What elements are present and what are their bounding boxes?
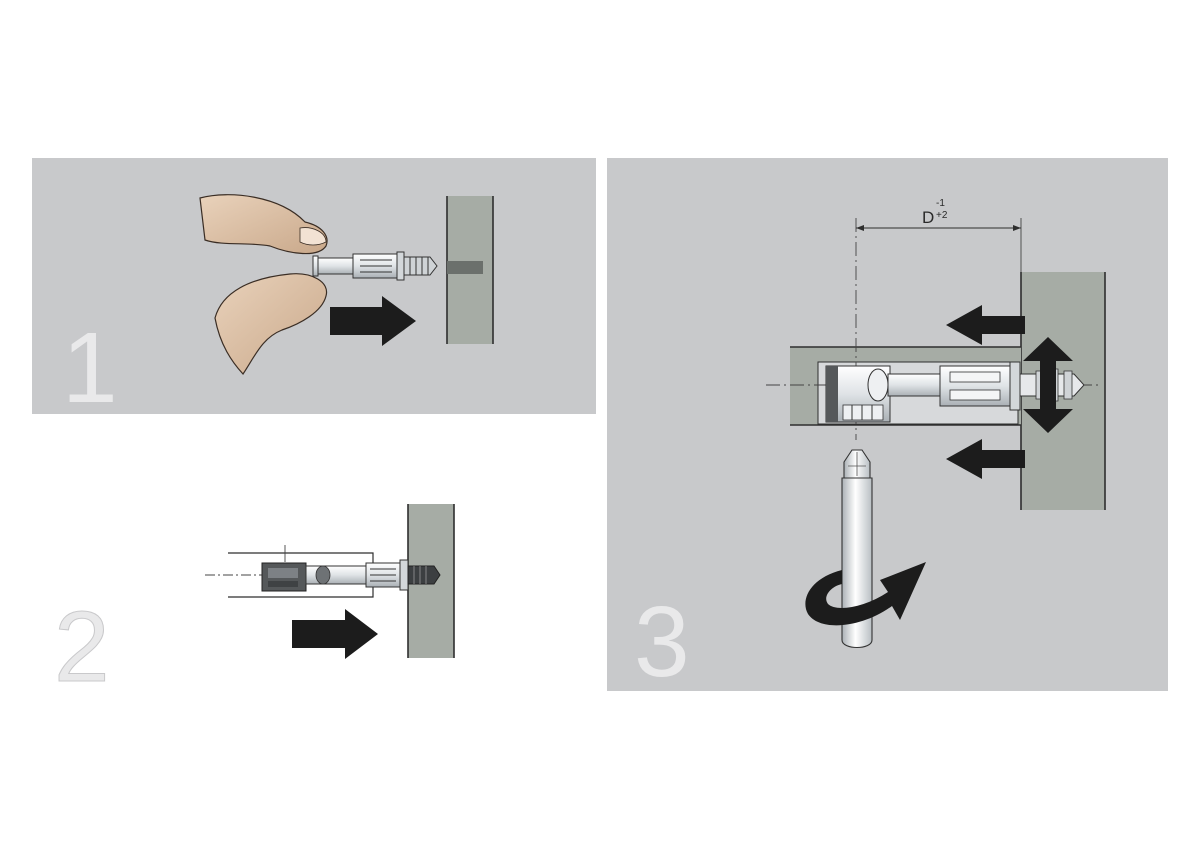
thumb	[199, 194, 328, 255]
step-3-panel: 3	[607, 158, 1168, 698]
step-2-connector-assembly	[261, 559, 441, 592]
step-1-wall	[446, 196, 494, 344]
step-1-connector-dowel	[312, 251, 438, 281]
step-3-number: 3	[634, 586, 690, 698]
dimension-tolerance-upper: -1	[936, 198, 945, 209]
step-2-push-arrow	[292, 609, 378, 659]
step-1-drill-hole	[447, 261, 483, 274]
index-finger	[214, 273, 328, 375]
step-1-number: 1	[62, 312, 118, 424]
step-1-insert-arrow	[330, 296, 416, 346]
step-2-panel: 2	[54, 504, 455, 704]
step-3-dimension-d: D -1 +2	[856, 198, 1022, 272]
step-1-panel: 1	[32, 158, 596, 424]
step-3-pull-arrow-bottom	[946, 439, 1025, 479]
step-3-rotation-arrow	[805, 562, 926, 626]
step-2-number: 2	[54, 591, 110, 703]
step-3-pull-arrow-top	[946, 305, 1025, 345]
step-2-expanding-tip	[407, 565, 441, 585]
thumb-nail	[299, 227, 327, 246]
hand-fingers	[199, 194, 328, 375]
step-3-expansion-arrow	[1023, 337, 1073, 433]
dimension-label: D	[922, 208, 934, 227]
dimension-tolerance-lower: +2	[936, 210, 948, 221]
step-1-expanding-tip	[403, 256, 438, 276]
